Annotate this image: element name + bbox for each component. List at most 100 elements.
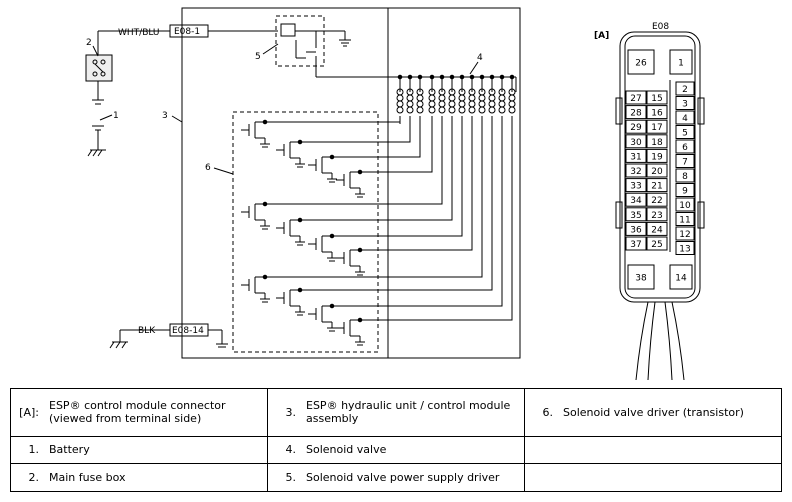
connector-pin-label: 34 (630, 196, 642, 206)
connector-pin: 18 (646, 134, 668, 149)
connector-pin-label: 12 (679, 230, 690, 240)
legend-row: 2. Main fuse box 5. Solenoid valve power… (10, 463, 782, 492)
connector-pin: 5 (675, 125, 695, 139)
solenoid-coil (468, 74, 476, 124)
connector-pin-label: 7 (682, 158, 688, 168)
connector-pin: 16 (646, 105, 668, 120)
connector-pin: 14 (669, 264, 693, 290)
connector-pin-label: 33 (630, 182, 641, 192)
legend-key: 5. (267, 463, 300, 492)
connector-pin: 7 (675, 154, 695, 168)
connector-pin-label: 27 (630, 94, 641, 104)
terminal-label-e08-1: E08-1 (174, 27, 200, 37)
connector-pin-label: 18 (651, 138, 663, 148)
connector-pin-label: 28 (630, 109, 642, 119)
connector-pin-label: 36 (630, 225, 642, 235)
power-supply-driver (275, 15, 351, 77)
driver-transistor (241, 119, 401, 148)
connector-e08-outline (615, 31, 705, 380)
solenoid-coil (416, 74, 424, 124)
connector-pin: 19 (646, 148, 668, 163)
legend-key (524, 435, 557, 465)
connector-pin: 31 (625, 148, 647, 163)
legend-text: Battery (43, 435, 268, 465)
legend-key: 6. (524, 388, 557, 437)
connector-pin: 21 (646, 178, 668, 193)
driver-transistor (276, 124, 453, 246)
connector-pin-label: 8 (682, 172, 688, 182)
legend-text (557, 463, 782, 492)
solenoid-drivers (241, 119, 513, 346)
driver-transistor (336, 124, 433, 198)
legend-key: [A]: (10, 388, 43, 437)
connector-pin-label: 6 (682, 143, 688, 153)
connector-pin: 36 (625, 221, 647, 236)
solenoid-coil (478, 74, 486, 124)
connector-pin-label: 19 (651, 152, 663, 162)
legend-key: 3. (267, 388, 300, 437)
legend-row: 1. Battery 4. Solenoid valve (10, 435, 782, 465)
connector-pin: 25 (646, 236, 668, 251)
connector-pin-label: 20 (651, 167, 663, 177)
connector-pin-label: 1 (678, 59, 684, 69)
legend-table: [A]: ESP® control module connector (view… (10, 388, 782, 492)
connector-pin-label: 22 (651, 196, 662, 206)
connector-pin: 32 (625, 163, 647, 178)
connector-pin: 15 (646, 90, 668, 105)
connector-pin-label: 14 (675, 274, 687, 284)
wire-label-blk: BLK (138, 326, 156, 336)
solenoid-coil (508, 74, 516, 124)
wire-label-wht-blu: WHT/BLU (118, 28, 160, 38)
solenoid-coil (458, 74, 466, 124)
legend-text (557, 435, 782, 465)
driver-transistor (308, 124, 463, 262)
module-outline (181, 7, 521, 359)
connector-pin-label: 35 (630, 211, 641, 221)
connector-pin-label: 11 (679, 216, 690, 226)
legend-text: Solenoid valve power supply driver (300, 463, 525, 492)
connector-pin: 28 (625, 105, 647, 120)
driver-transistor (276, 124, 493, 316)
wiring-diagram: WHT/BLU E08-1 BLK E08-14 2 1 3 5 4 6 [A]… (85, 7, 705, 380)
connector-pin: 29 (625, 119, 647, 134)
connector-pin: 35 (625, 207, 647, 222)
connector-pin-label: 9 (682, 187, 688, 197)
connector-pin: 24 (646, 221, 668, 236)
connector-pin-label: 32 (630, 167, 641, 177)
legend-key: 4. (267, 435, 300, 465)
legend-key: 1. (10, 435, 43, 465)
legend-text: Solenoid valve driver (transistor) (557, 388, 782, 437)
connector-pin-label: 4 (682, 114, 688, 124)
solenoid-valves (396, 74, 516, 124)
solenoid-coil (488, 74, 496, 124)
legend-key: 2. (10, 463, 43, 492)
connector-pin: 22 (646, 192, 668, 207)
terminal-label-e08-14: E08-14 (172, 326, 204, 336)
connector-pin-label: 23 (651, 211, 662, 221)
connector-pin-label: 30 (630, 138, 642, 148)
driver-transistor (336, 124, 473, 276)
connector-pin: 20 (646, 163, 668, 178)
connector-pin: 4 (675, 110, 695, 125)
connector-pin: 8 (675, 168, 695, 183)
connector-pin: 6 (675, 139, 695, 154)
connector-pin: 9 (675, 183, 695, 197)
solenoid-coil (498, 74, 506, 124)
callout-1: 1 (113, 111, 119, 121)
connector-pin-label: 5 (682, 129, 688, 139)
connector-pin-label: 29 (630, 123, 642, 133)
connector-pin: 13 (675, 241, 695, 255)
connector-pin-label: 2 (682, 85, 688, 95)
connector-pin-label: 10 (679, 201, 691, 211)
connector-pin: 12 (675, 226, 695, 241)
solenoid-coil (428, 74, 436, 124)
connector-pin: 17 (646, 119, 668, 134)
connector-ref-label: [A] (594, 31, 609, 41)
solenoid-coil (448, 74, 456, 124)
connector-name: E08 (652, 22, 669, 32)
connector-pin: 38 (627, 264, 655, 290)
connector-pin: 11 (675, 212, 695, 226)
connector-pin-label: 25 (651, 240, 662, 250)
connector-pin: 23 (646, 207, 668, 222)
